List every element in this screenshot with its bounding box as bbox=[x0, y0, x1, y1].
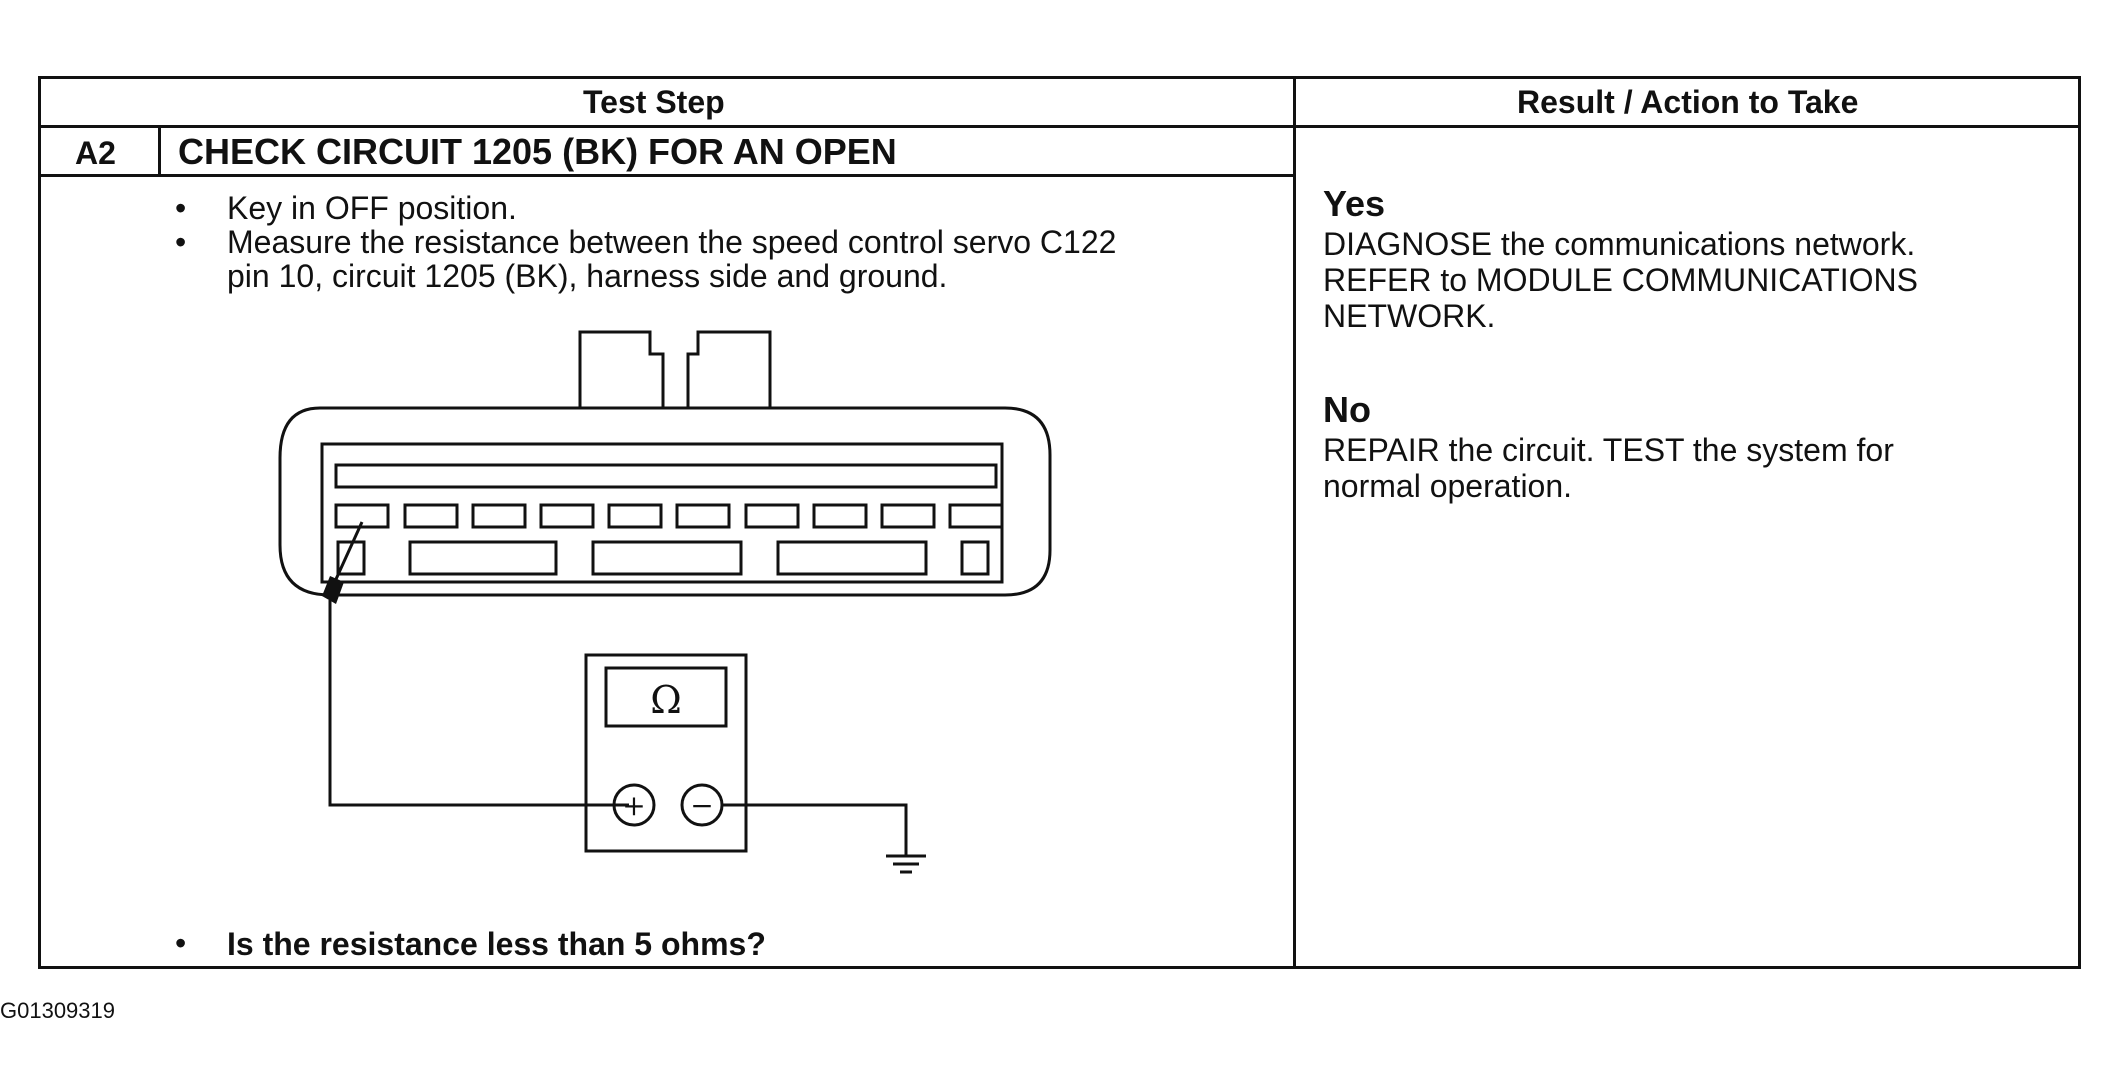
pin-cavity-10 bbox=[334, 503, 390, 529]
ohmmeter-display bbox=[604, 666, 728, 728]
pin-cavity bbox=[471, 503, 527, 529]
bullet-1: • bbox=[175, 190, 187, 226]
bullet-question: • bbox=[175, 925, 187, 961]
header-test-step: Test Step bbox=[583, 84, 725, 120]
lower-key bbox=[776, 540, 928, 576]
negative-lead bbox=[722, 803, 908, 855]
ground-symbol bbox=[886, 854, 926, 874]
lower-key bbox=[408, 540, 558, 576]
no-line-2: normal operation. bbox=[1323, 468, 1573, 504]
connector-diagram: Ω + − bbox=[278, 330, 1052, 874]
yes-label: Yes bbox=[1323, 183, 1386, 224]
positive-terminal bbox=[612, 783, 656, 827]
pin-cavity bbox=[403, 503, 459, 529]
header-result-action: Result / Action to Take bbox=[1517, 84, 1859, 120]
yes-line-3: NETWORK. bbox=[1323, 298, 1496, 334]
pin-cavity bbox=[744, 503, 800, 529]
header-divider bbox=[38, 125, 2081, 128]
pin-cavity bbox=[948, 503, 1004, 529]
ohmmeter-body bbox=[584, 653, 748, 853]
ohm-symbol: Ω bbox=[650, 678, 682, 722]
lower-key bbox=[336, 540, 366, 576]
connector-latch bbox=[686, 330, 772, 408]
no-line-1: REPAIR the circuit. TEST the system for bbox=[1323, 432, 1894, 468]
no-label: No bbox=[1323, 389, 1371, 430]
pin-cavity bbox=[539, 503, 595, 529]
minus-symbol: − bbox=[690, 789, 713, 822]
pin-cavity bbox=[675, 503, 731, 529]
pin-cavity bbox=[607, 503, 663, 529]
pin-cavity bbox=[880, 503, 936, 529]
instruction-2: Measure the resistance between the speed… bbox=[227, 224, 1117, 260]
instruction-3: pin 10, circuit 1205 (BK), harness side … bbox=[227, 258, 948, 294]
lower-key bbox=[960, 540, 990, 576]
connector-top-slot bbox=[334, 463, 998, 489]
yes-line-2: REFER to MODULE COMMUNICATIONS bbox=[1323, 262, 1918, 298]
instruction-1: Key in OFF position. bbox=[227, 190, 517, 226]
probe-tip bbox=[330, 521, 364, 589]
connector-latch bbox=[578, 330, 665, 408]
step-row-divider bbox=[38, 174, 1295, 177]
connector-body bbox=[278, 406, 1052, 597]
step-number: A2 bbox=[75, 135, 116, 171]
yes-line-1: DIAGNOSE the communications network. bbox=[1323, 226, 1916, 262]
figure-id: G01309319 bbox=[0, 998, 115, 1023]
test-step-table bbox=[38, 76, 2081, 969]
pin-cavity bbox=[812, 503, 868, 529]
column-divider bbox=[1293, 76, 1296, 969]
step-title: CHECK CIRCUIT 1205 (BK) FOR AN OPEN bbox=[178, 131, 897, 172]
plus-symbol: + bbox=[622, 789, 645, 822]
lower-key bbox=[591, 540, 743, 576]
probe-icon bbox=[322, 576, 344, 604]
bullet-2: • bbox=[175, 224, 187, 260]
step-question: Is the resistance less than 5 ohms? bbox=[227, 926, 766, 962]
step-number-divider bbox=[158, 126, 161, 176]
positive-lead bbox=[328, 600, 629, 807]
